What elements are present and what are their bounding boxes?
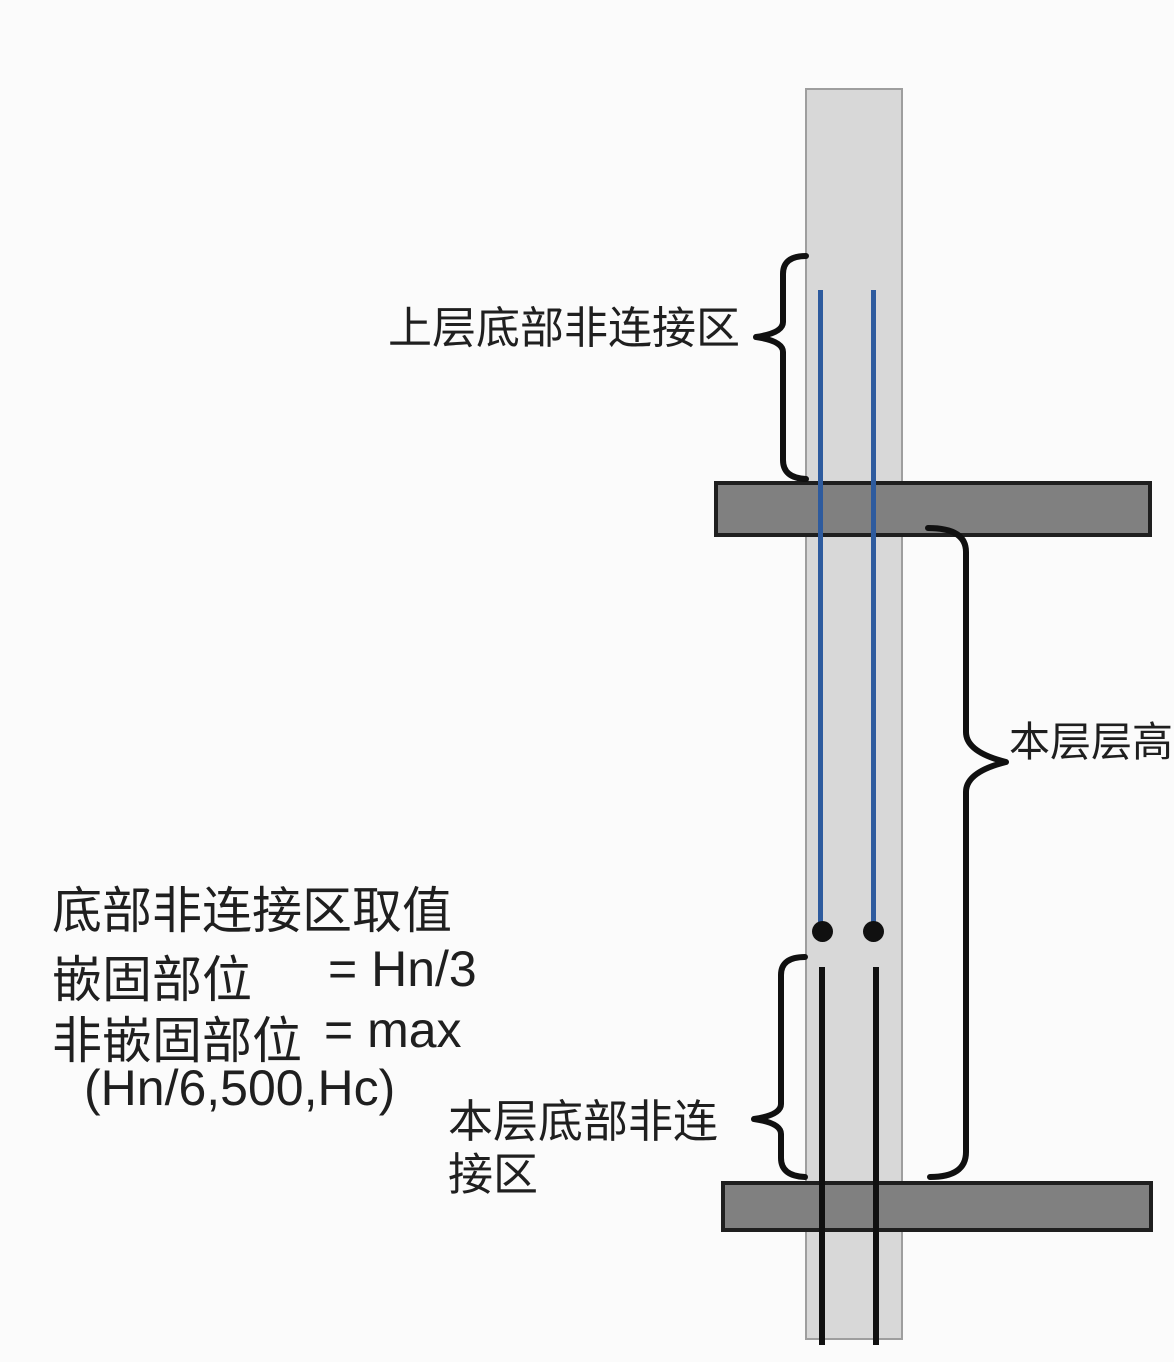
- splice-dot-left: [812, 921, 833, 942]
- formula-title: 底部非连接区取值: [52, 883, 452, 939]
- lower-zone-label: 本层底部非连 接区: [448, 1095, 718, 1201]
- lower-zone-label-line2: 接区: [448, 1149, 539, 1200]
- upper-zone-label: 上层底部非连接区: [388, 304, 740, 353]
- upper-floor-slab: [714, 481, 1152, 537]
- formula-row3: (Hn/6,500,Hc): [84, 1060, 396, 1116]
- story-height-label: 本层层高: [1009, 719, 1173, 765]
- splice-dot-right: [863, 921, 884, 942]
- lower-floor-slab: [721, 1181, 1153, 1232]
- upper-rebar-left: [818, 290, 823, 922]
- brace-lower-zone: [751, 954, 808, 1180]
- brace-story-height: [925, 525, 1009, 1180]
- lower-rebar-right: [873, 967, 879, 1345]
- formula-row1-value: = Hn/3: [328, 941, 477, 997]
- lower-rebar-left: [819, 967, 825, 1345]
- upper-rebar-right: [871, 290, 876, 922]
- formula-row1-label: 嵌固部位: [52, 952, 252, 1008]
- lower-zone-label-line1: 本层底部非连: [448, 1096, 719, 1147]
- formula-row2-label: 非嵌固部位: [52, 1013, 302, 1069]
- formula-row2-value: = max: [324, 1002, 462, 1058]
- brace-upper-zone: [753, 253, 809, 482]
